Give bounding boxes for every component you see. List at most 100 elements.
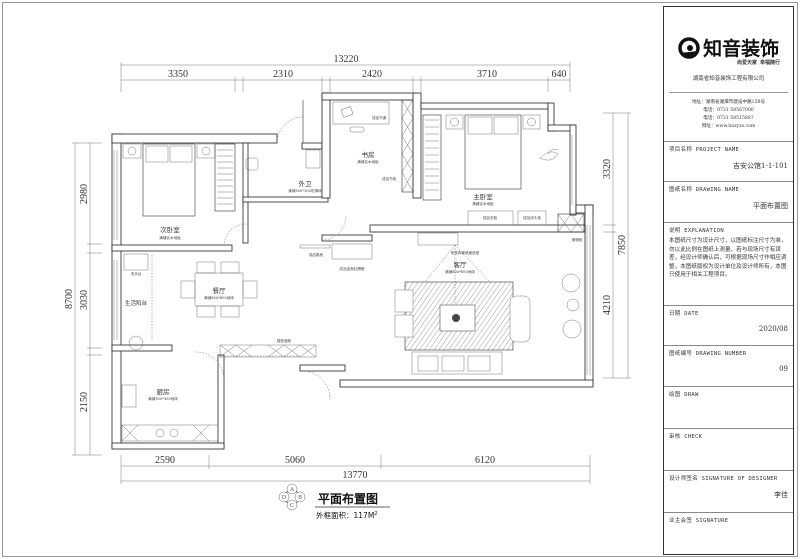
room-floor-study: 满铺实木地板 [357, 159, 379, 164]
dining-table [180, 261, 258, 318]
wardrobe-bedroom2 [214, 143, 236, 212]
plan-area: 外框面积：117M2 [316, 510, 377, 520]
sofa [394, 289, 531, 375]
wine-cabinet [219, 344, 317, 358]
svg-text:B: B [298, 495, 302, 501]
door-swings [195, 116, 347, 401]
bed-bedroom2 [122, 143, 216, 217]
owner-signature-field: 业主会签 SIGNATURE [669, 518, 729, 524]
shoe-cabinet [299, 244, 331, 249]
check-field: 审核 CHECK [664, 429, 793, 471]
dim-right-1: 3320 [602, 159, 613, 179]
dim-right-total: 7850 [617, 235, 628, 255]
room-name-living: 客厅 [454, 260, 468, 269]
brand-name: 知音装饰 [703, 38, 780, 60]
room-name-study: 书房 [362, 150, 375, 159]
company-name: 湖南省知音装饰工程有限公司 [692, 76, 765, 82]
svg-text:D: D [282, 495, 287, 501]
designer-name: 李佳 [774, 491, 788, 499]
date-value: 2020/08 [758, 325, 788, 333]
svg-text:A: A [289, 487, 295, 493]
room-name-dining: 餐厅 [213, 286, 227, 295]
dim-right-2: 4210 [602, 295, 613, 315]
room-floor-dining: 满铺800*800地砖 [204, 295, 234, 300]
room-name-bedroom2: 次卧室 [160, 225, 180, 234]
title-block: 知音装饰 尚爱天家 幸福随行 湖南省知音装饰工程有限公司 地址：湖南省湘潭市建设… [663, 6, 794, 555]
dim-left-1: 2980 [79, 184, 90, 204]
drawing-number-field: 图纸编号 DRAWING NUMBER 09 [664, 346, 793, 387]
room-floor-kitchen: 满铺300*300地砖 [148, 396, 178, 401]
toilet-icon [245, 157, 259, 171]
note-desk: 成品书桌 [372, 115, 387, 120]
explanation-text: 本图纸尺寸为设计尺寸，以图纸标注尺寸为准，勿以此比例在图纸上测量，若与现场尺寸有… [669, 238, 787, 278]
room-name-bath: 外卫 [299, 179, 313, 188]
dim-left-2: 3030 [79, 290, 90, 310]
tv-wall [417, 232, 459, 246]
note-shoe-cabinet: 成品鞋柜 [309, 252, 324, 257]
dim-top-5: 640 [552, 69, 567, 80]
washing-machine [128, 335, 144, 351]
note-partition: 成品金鱼缸隔断 [339, 266, 365, 271]
note-storage: 储物柜 [572, 237, 583, 242]
address: 地址：湖南省湘潭市建设中路158号 [691, 100, 766, 105]
fish-tank-partition [331, 243, 373, 260]
note-wardrobe: 成品衣柜 [483, 215, 498, 220]
room-floor-bath: 满铺300*300防滑砖 [288, 188, 322, 193]
plan-title: 平面布置图 [318, 491, 378, 506]
dim-bottom-1: 2590 [155, 455, 175, 466]
room-name-master: 主卧室 [473, 192, 493, 201]
dim-bottom-2: 5060 [285, 455, 305, 466]
plant-icon [539, 149, 559, 161]
dimension-lines [72, 62, 631, 484]
drawing-number-value: 09 [779, 365, 788, 373]
project-name-field: 项目名称 PROJECT NAME 吉安公馆1-1-101 [664, 142, 793, 182]
wash-basin [123, 253, 149, 271]
dim-top-4: 3710 [477, 69, 497, 80]
draw-field: 绘图 DRAW [664, 387, 793, 429]
note-nightstand: 成品床头柜 [523, 215, 541, 220]
phone-2: 电话：0731-58515887 [703, 116, 754, 121]
designer-signature-field: 设计师签名 SIGNATURE OF DESIGNER 李佳 [664, 471, 793, 513]
tv-cabinet-master [467, 210, 514, 226]
floor-plan: 13220 3350 2310 2420 3710 640 2590 5060 … [64, 54, 631, 520]
website: 网址：www.hnzyzs.com [701, 124, 756, 129]
storage-cabinet [557, 213, 585, 233]
drawing-name-field: 图纸名称 DRAWING NAME 平面布置图 [664, 182, 793, 223]
drawing-name-value: 平面布置图 [753, 202, 788, 210]
logo-swirl-icon [678, 36, 700, 59]
room-floor-living: 满铺800*800地砖 [445, 269, 475, 274]
note-sink: 洗手台 [131, 271, 142, 276]
company-logo-block: 知音装饰 尚爱天家 幸福随行 湖南省知音装饰工程有限公司 地址：湖南省湘潭市建设… [664, 7, 793, 142]
walls [111, 92, 594, 450]
note-tv-wall: 电视背景墙面造型 [451, 250, 480, 255]
kitchen-counter [121, 384, 219, 442]
project-name-value: 吉安公馆1-1-101 [733, 162, 788, 170]
wardrobe-master [422, 114, 442, 201]
dim-left-total: 8700 [64, 289, 75, 309]
svg-text:C: C [290, 503, 294, 509]
dim-top-1: 3350 [168, 69, 188, 80]
desk-study [332, 101, 390, 133]
dim-top-total: 13220 [334, 54, 359, 65]
explanation-field: 说明 EXPLANATION 本图纸尺寸为设计尺寸，以图纸标注尺寸为准，勿以此比… [664, 223, 793, 306]
date-field: 日期 DATE 2020/08 [664, 306, 793, 346]
bed-master [445, 114, 541, 190]
phone-1: 电话：0731-58567000 [703, 108, 754, 113]
rug [404, 281, 514, 351]
room-floor-master: 满铺实木地板 [472, 201, 494, 206]
dim-top-2: 2310 [273, 69, 293, 80]
slogan: 尚爱天家 幸福随行 [736, 60, 780, 66]
compass-icon: A B C D [278, 483, 306, 511]
dim-top-3: 2420 [362, 69, 382, 80]
room-name-balcony: 生活阳台 [125, 299, 148, 307]
nightstand-cabinet [517, 210, 547, 226]
dim-bottom-total: 13770 [343, 470, 368, 481]
shower-icon [305, 149, 321, 169]
windows [113, 135, 591, 375]
lounge-chairs [561, 273, 582, 339]
room-floor-bedroom2: 满铺实木地板 [159, 235, 181, 240]
room-name-kitchen: 厨房 [157, 387, 170, 396]
bookcase-study [401, 99, 414, 193]
note-wine-cabinet: 矮柜酒柜 [277, 338, 292, 343]
